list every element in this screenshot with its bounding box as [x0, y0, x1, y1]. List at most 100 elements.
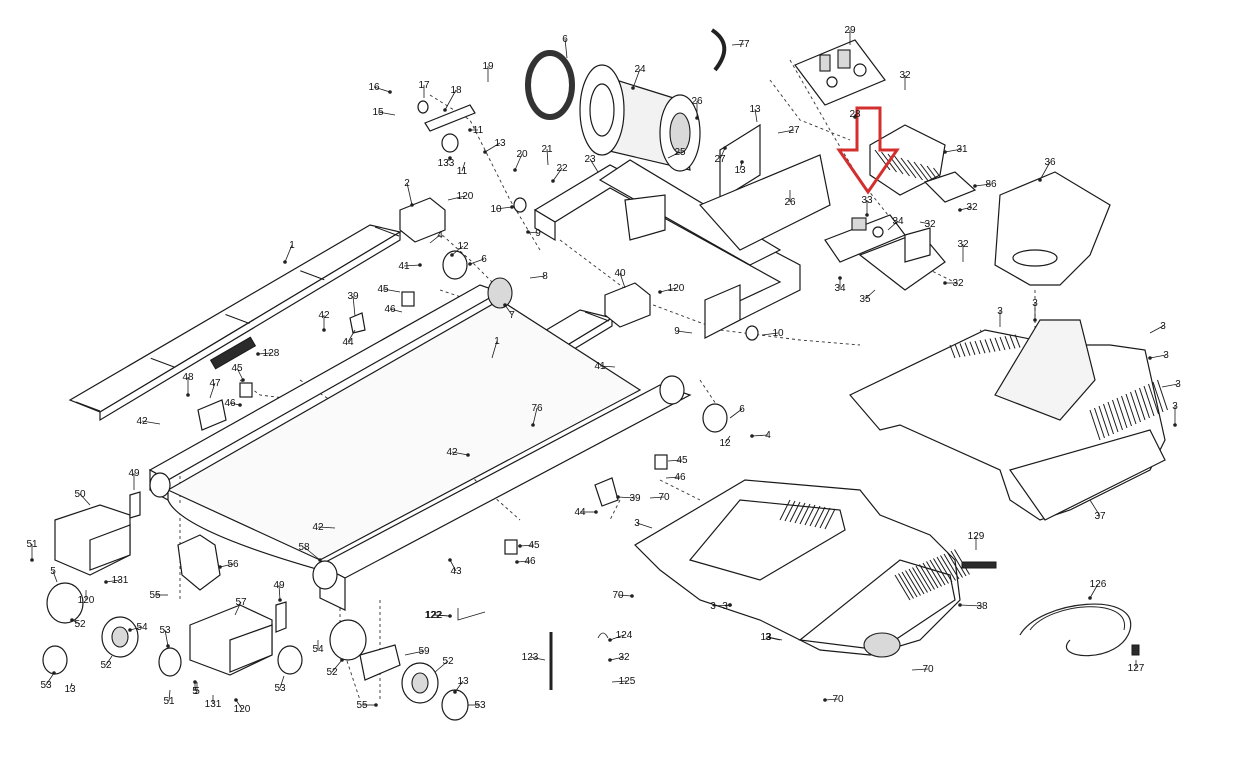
part-number-label: 53: [40, 680, 52, 691]
part-number-label: 48: [182, 372, 194, 383]
part-number-label: 70: [658, 492, 670, 503]
callout-leader: [777, 129, 795, 134]
callout-leader: [729, 408, 743, 419]
callout-leader: [209, 382, 216, 399]
callout-leader: [667, 459, 683, 462]
bracket-40: [604, 282, 651, 328]
part-number-label: 3: [1175, 379, 1181, 390]
part-number-label: 3: [1172, 401, 1178, 412]
part-number-label: 34: [892, 216, 904, 227]
part-number-label: 6: [739, 404, 745, 415]
callout-leader: [974, 183, 992, 187]
callout-leader: [347, 329, 356, 343]
callout-leader: [219, 563, 234, 568]
callout-leader: [71, 619, 81, 625]
part-number-label: 12: [719, 438, 731, 449]
part-number-label: 28: [849, 109, 861, 120]
part-number-label: 32: [952, 278, 964, 289]
part-number-label: 52: [326, 667, 338, 678]
part-number-label: 13: [64, 684, 76, 695]
base-shroud: [634, 479, 970, 658]
callout-leader: [432, 614, 451, 617]
callout-leader: [619, 272, 626, 289]
part-number-label: 45: [528, 540, 540, 551]
part-number-label: 1: [289, 240, 295, 251]
part-number-label: 120: [78, 595, 95, 606]
part-number-label: 3: [1032, 298, 1038, 309]
part-number-label: 5: [50, 566, 56, 577]
part-number-label: 120: [457, 191, 474, 202]
callout-leader: [164, 629, 169, 647]
callout-leader: [377, 111, 396, 116]
callout-leader: [1149, 325, 1164, 334]
part-number-label: 70: [612, 590, 624, 601]
callout-leader: [373, 86, 391, 93]
callout-leader: [724, 604, 731, 607]
part-number-label: 8: [542, 271, 548, 282]
callout-leader: [546, 148, 549, 166]
part-number-label: 7: [509, 310, 515, 321]
part-number-label: 32: [899, 70, 911, 81]
callout-leader: [719, 147, 726, 160]
part-number-label: 51: [26, 539, 38, 550]
callout-leader: [754, 108, 758, 123]
part-number-label: 46: [524, 556, 536, 567]
part-number-label: 52: [74, 619, 86, 630]
part-number-label: 17: [418, 80, 430, 91]
part-number-label: 3: [1163, 350, 1169, 361]
part-number-label: 45: [377, 284, 389, 295]
part-number-label: 19: [482, 61, 494, 72]
part-number-label: 18: [450, 85, 462, 96]
callout-leader: [445, 157, 451, 164]
part-number-label: 26: [691, 96, 703, 107]
part-number-label: 36: [1044, 157, 1056, 168]
callout-leader: [1089, 499, 1101, 517]
callout-leader: [911, 668, 929, 671]
part-number-label: 22: [556, 163, 568, 174]
part-number-label: 124: [616, 630, 633, 641]
part-number-label: 35: [859, 294, 871, 305]
callout-leader: [564, 38, 568, 59]
callout-leader: [765, 636, 781, 641]
callout-leader: [491, 340, 498, 359]
callout-leader: [516, 560, 531, 563]
motor-link: [424, 104, 476, 132]
part-number-label: 39: [347, 291, 359, 302]
part-number-label: 70: [922, 664, 934, 675]
callout-leader: [331, 659, 343, 673]
callout-leader: [461, 161, 466, 172]
drive-belt: [525, 50, 575, 120]
part-number-label: 131: [205, 699, 222, 710]
callout-leader: [514, 153, 523, 171]
callout-leader: [257, 352, 272, 355]
part-number-label: 53: [474, 700, 486, 711]
callout-leader: [599, 365, 616, 368]
callout-leader: [429, 234, 441, 244]
part-number-label: 52: [100, 660, 112, 671]
part-number-label: 6: [481, 254, 487, 265]
insulator-plate: [923, 171, 977, 203]
controller-board: [794, 39, 886, 106]
part-number-label: 12: [457, 241, 469, 252]
callout-leader: [532, 407, 538, 426]
callout-leader: [79, 493, 91, 506]
part-number-label: 32: [957, 239, 969, 250]
part-number-label: 37: [1094, 511, 1106, 522]
callout-leader: [636, 522, 653, 529]
drive-motor: [579, 64, 701, 172]
part-number-label: 29: [844, 25, 856, 36]
callout-leader: [303, 546, 321, 561]
part-number-label: 20: [516, 149, 528, 160]
part-number-label: 6: [562, 34, 568, 45]
callout-leader: [529, 275, 546, 279]
part-number-label: 76: [531, 403, 543, 414]
part-number-label: 42: [446, 447, 458, 458]
part-number-label: 122: [426, 610, 443, 621]
part-number-label: 31: [956, 144, 968, 155]
part-number-label: 126: [1090, 579, 1107, 590]
part-number-label: 32: [618, 652, 630, 663]
part-number-label: 43: [450, 566, 462, 577]
callout-leader: [667, 151, 681, 159]
part-number-label: 32: [966, 202, 978, 213]
